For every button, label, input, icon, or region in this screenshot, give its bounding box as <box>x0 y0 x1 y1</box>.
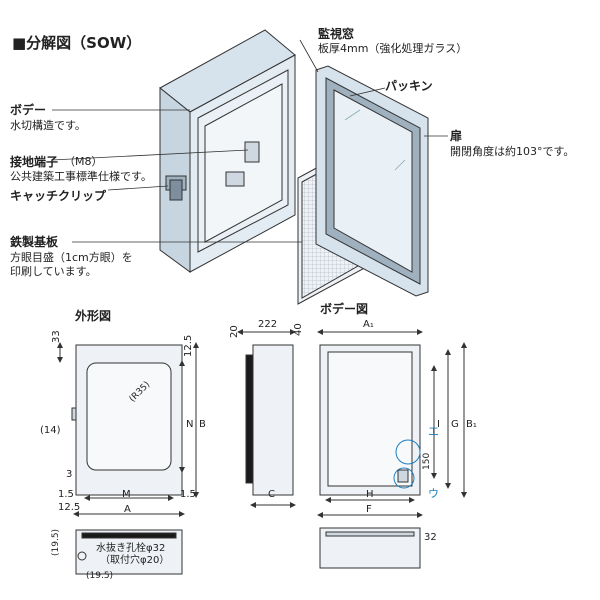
outline-bottom <box>75 529 183 575</box>
body-3d <box>159 29 296 273</box>
dim-150: 150 <box>422 452 432 470</box>
dim-h: H <box>366 489 374 500</box>
dim-m: M <box>122 489 131 500</box>
bottom-note-2: （取付穴φ20） <box>100 555 170 566</box>
dim-12-5-top: 12.5 <box>183 334 194 357</box>
window-callout-desc: 板厚4mm（強化処理ガラス） <box>318 42 468 55</box>
leader-lines <box>51 39 448 243</box>
dim-3: 3 <box>66 469 73 480</box>
dim-c: C <box>268 489 275 500</box>
header-title: ■分解図（SOW） <box>12 34 142 52</box>
steel-plate-callout-desc1: 方眼目盛（1cm方眼）を <box>10 251 133 264</box>
body-callout-desc: 水切構造です。 <box>10 119 86 132</box>
label-u: ウ <box>428 487 439 500</box>
window-callout-title: 監視窓 <box>318 27 355 41</box>
dim-f: F <box>366 504 372 515</box>
dim-b: B <box>199 419 206 430</box>
outline-title: 外形図 <box>75 309 112 323</box>
door-callout-title: 扉 <box>450 129 463 143</box>
dim-g: G <box>451 419 459 430</box>
dim-33: 33 <box>51 330 62 343</box>
dim-n: N <box>186 419 194 430</box>
dim-12-5-bottom: 12.5 <box>58 502 81 513</box>
dim-1-5-right: 1.5 <box>180 489 196 500</box>
dim-b1: B₁ <box>466 419 477 430</box>
dim-19-5-a: (19.5) <box>51 528 61 556</box>
body-view-title: ボデー図 <box>320 302 369 316</box>
dim-a: A <box>124 504 131 515</box>
terminal-callout-title: 接地端子 <box>10 155 59 169</box>
outline-side <box>237 329 296 508</box>
terminal-callout-note: （M8） <box>64 155 103 168</box>
dim-i: I <box>437 419 440 430</box>
bottom-note-1: 水抜き孔栓φ32 <box>96 543 166 554</box>
catch-clip-3d <box>165 175 187 201</box>
steel-plate-callout-desc2: 印刷しています。 <box>10 265 97 278</box>
packing-callout-title: パッキン <box>385 79 433 93</box>
dim-19-5-b: (19.5) <box>86 571 114 581</box>
exploded-view <box>159 29 429 305</box>
outline-front <box>57 342 199 517</box>
body-callout-title: ボデー <box>10 103 47 117</box>
door-callout-desc: 開閉角度は約103°です。 <box>450 145 575 158</box>
terminal-callout-desc: 公共建築工事標準仕様です。 <box>10 170 152 183</box>
dim-a1: A₁ <box>363 319 374 330</box>
dim-40: 40 <box>293 323 304 336</box>
body-bottom <box>319 527 421 569</box>
catch-clip-callout-title: キャッチクリップ <box>10 189 107 203</box>
steel-plate-callout-title: 鉄製基板 <box>10 235 59 249</box>
body-front <box>317 329 467 518</box>
door-3d <box>315 65 429 297</box>
dim-32: 32 <box>424 532 437 543</box>
dim-1-5-left: 1.5 <box>58 489 74 500</box>
label-e: エ <box>428 425 439 438</box>
dim-14: (14) <box>40 425 61 436</box>
dim-222: 222 <box>258 319 278 330</box>
dim-20: 20 <box>229 325 240 338</box>
